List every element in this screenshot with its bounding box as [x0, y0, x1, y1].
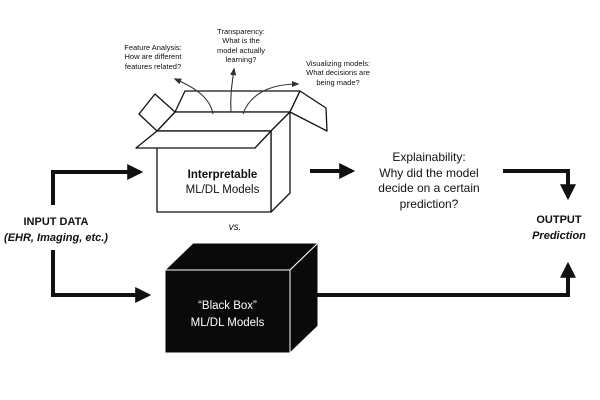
output-title: OUTPUT	[536, 214, 582, 226]
box-left-flap	[138, 93, 176, 132]
black-box-title: “Black Box”	[198, 300, 257, 312]
visualizing-line-3: being made?	[316, 77, 360, 87]
feature-analysis-label: Feature Analysis: How are different feat…	[112, 43, 194, 71]
interpretable-title: Interpretable	[187, 169, 258, 181]
arrow-visualizing	[242, 80, 300, 115]
transparency-label: Transparency: What is the model actually…	[206, 27, 276, 65]
arrow-transparency	[230, 67, 237, 113]
flow-arrows	[51, 163, 576, 303]
visualizing-line-2: What decisions are	[306, 68, 370, 78]
explainability-label: Explainability: Why did the model decide…	[362, 150, 496, 212]
arrow-feature-analysis	[173, 78, 214, 115]
transparency-line-4: learning?	[225, 55, 257, 65]
output-subtitle: Prediction	[532, 230, 586, 242]
box-back-flap	[174, 90, 301, 113]
transparency-line-2: What is the	[222, 36, 260, 46]
box-opening	[156, 111, 291, 132]
explainability-line-4: prediction?	[399, 196, 459, 211]
transparency-line-3: model actually	[217, 45, 265, 55]
arrow-input-to-blackbox	[51, 250, 152, 303]
transparency-line-1: Transparency:	[217, 27, 265, 36]
visualizing-line-1: Visualizing models:	[305, 59, 371, 68]
arrow-explain-to-output	[503, 169, 576, 201]
interpretable-box	[135, 90, 328, 213]
cube-front-face	[164, 269, 291, 354]
black-box-cube	[163, 241, 320, 355]
arrow-blackbox-to-output	[316, 261, 576, 297]
box-right-flap	[289, 90, 328, 132]
feature-analysis-line-3: features related?	[124, 61, 182, 71]
feature-analysis-line-2: How are different	[124, 52, 182, 62]
explainability-line-3: decide on a certain	[378, 181, 480, 196]
box-front-flap	[135, 130, 272, 149]
versus-label: vs.	[228, 222, 242, 233]
visualizing-label: Visualizing models: What decisions are b…	[296, 59, 380, 87]
question-arrows	[173, 67, 300, 115]
feature-analysis-line-1: Feature Analysis:	[124, 43, 182, 52]
black-box-subtitle: ML/DL Models	[190, 317, 265, 329]
input-data-subtitle: (EHR, Imaging, etc.)	[4, 232, 108, 244]
explainability-line-2: Why did the model	[379, 165, 479, 180]
arrow-input-to-interpretable	[51, 164, 144, 205]
interpretable-subtitle: ML/DL Models	[185, 184, 260, 196]
input-data-title: INPUT DATA	[23, 216, 89, 228]
explainability-line-1: Explainability:	[392, 150, 466, 164]
